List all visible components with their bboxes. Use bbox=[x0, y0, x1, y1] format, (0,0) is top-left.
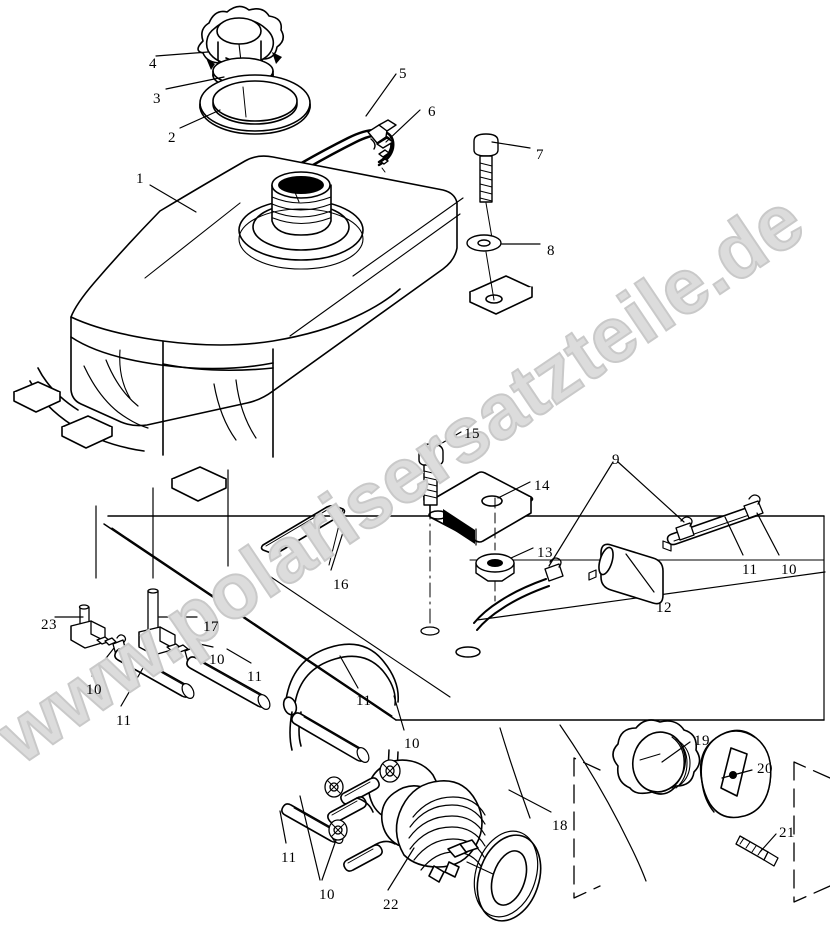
callout-17-fuel-valve-petcock: 17 bbox=[203, 619, 219, 635]
tank-pad-art bbox=[260, 504, 346, 555]
pump-gasket-art bbox=[473, 830, 542, 922]
callout-10-hose-clamp: 10 bbox=[86, 682, 102, 698]
callout-5-vent-hose: 5 bbox=[399, 66, 407, 82]
tank-filler-neck-art bbox=[238, 171, 364, 270]
callout-11-fuel-hose: 11 bbox=[247, 669, 263, 685]
callout-13-lock-nut: 13 bbox=[537, 545, 553, 561]
fuel-hose-mid-art bbox=[291, 712, 370, 763]
hose-clamp-right-art bbox=[675, 494, 764, 541]
fuel-hose-23-art bbox=[114, 648, 195, 699]
callout-10-hose-clamp: 10 bbox=[319, 887, 335, 903]
fuel-valve-23-art bbox=[70, 604, 117, 649]
callout-23-fuel-valve-secondary: 23 bbox=[41, 617, 57, 633]
callout-10-hose-clamp: 10 bbox=[209, 652, 225, 668]
callout-10-hose-clamp: 10 bbox=[781, 562, 797, 578]
elbow-fitting-art bbox=[367, 119, 397, 173]
hose-clamp-filter-art bbox=[544, 557, 564, 582]
callout-4-fuel-cap: 4 bbox=[149, 56, 157, 72]
cover-screw-art bbox=[735, 835, 779, 867]
callout-2-filler-neck-gasket: 2 bbox=[168, 130, 176, 146]
filler-neck-gasket-art bbox=[199, 74, 311, 135]
fuel-hose-17-art bbox=[186, 656, 271, 710]
callout-12-fuel-filter: 12 bbox=[656, 600, 672, 616]
fuel-pump-art bbox=[327, 759, 486, 883]
flat-washer-art bbox=[466, 234, 502, 252]
callout-11-fuel-hose: 11 bbox=[356, 693, 372, 709]
fuel-valve-17-art bbox=[138, 588, 189, 656]
fuel-hose-loop-art bbox=[282, 643, 400, 795]
retaining-nut-art bbox=[612, 719, 701, 795]
callout-19-retaining-nut: 19 bbox=[694, 733, 710, 749]
callout-10-hose-clamp: 10 bbox=[404, 736, 420, 752]
pump-hose-clamps-art bbox=[324, 759, 401, 841]
group-bracket-art bbox=[573, 757, 830, 903]
callout-11-fuel-hose: 11 bbox=[742, 562, 758, 578]
callout-8-flat-washer: 8 bbox=[547, 243, 555, 259]
hose-clamp-17-art bbox=[184, 641, 199, 663]
callout-20-pump-cover-cap: 20 bbox=[757, 761, 773, 777]
callout-18-pump-gasket: 18 bbox=[552, 818, 568, 834]
fuel-cap-art bbox=[197, 5, 285, 71]
callout-16-tank-pad: 16 bbox=[333, 577, 349, 593]
fuel-filter-art bbox=[588, 540, 672, 605]
callout-22-fuel-pump: 22 bbox=[383, 897, 399, 913]
leader-lines bbox=[54, 51, 780, 891]
pump-cover-cap-art bbox=[699, 729, 772, 819]
callout-14-mounting-bracket: 14 bbox=[534, 478, 550, 494]
callout-21-cover-screw: 21 bbox=[779, 825, 795, 841]
callout-7-mounting-bolt: 7 bbox=[536, 147, 544, 163]
callout-15-bracket-bolt: 15 bbox=[464, 426, 480, 442]
bracket-bolt-art bbox=[418, 443, 444, 506]
lock-nut-art bbox=[475, 553, 515, 582]
callout-6-elbow-fitting: 6 bbox=[428, 104, 436, 120]
callout-11-fuel-hose: 11 bbox=[281, 850, 297, 866]
callout-9-hose-clamp-spring: 9 bbox=[612, 452, 620, 468]
mounting-bolt-art bbox=[473, 133, 499, 203]
callout-11-fuel-hose: 11 bbox=[116, 713, 132, 729]
callout-3-cap-retainer-ring: 3 bbox=[153, 91, 161, 107]
callout-1-fuel-tank: 1 bbox=[136, 171, 144, 187]
